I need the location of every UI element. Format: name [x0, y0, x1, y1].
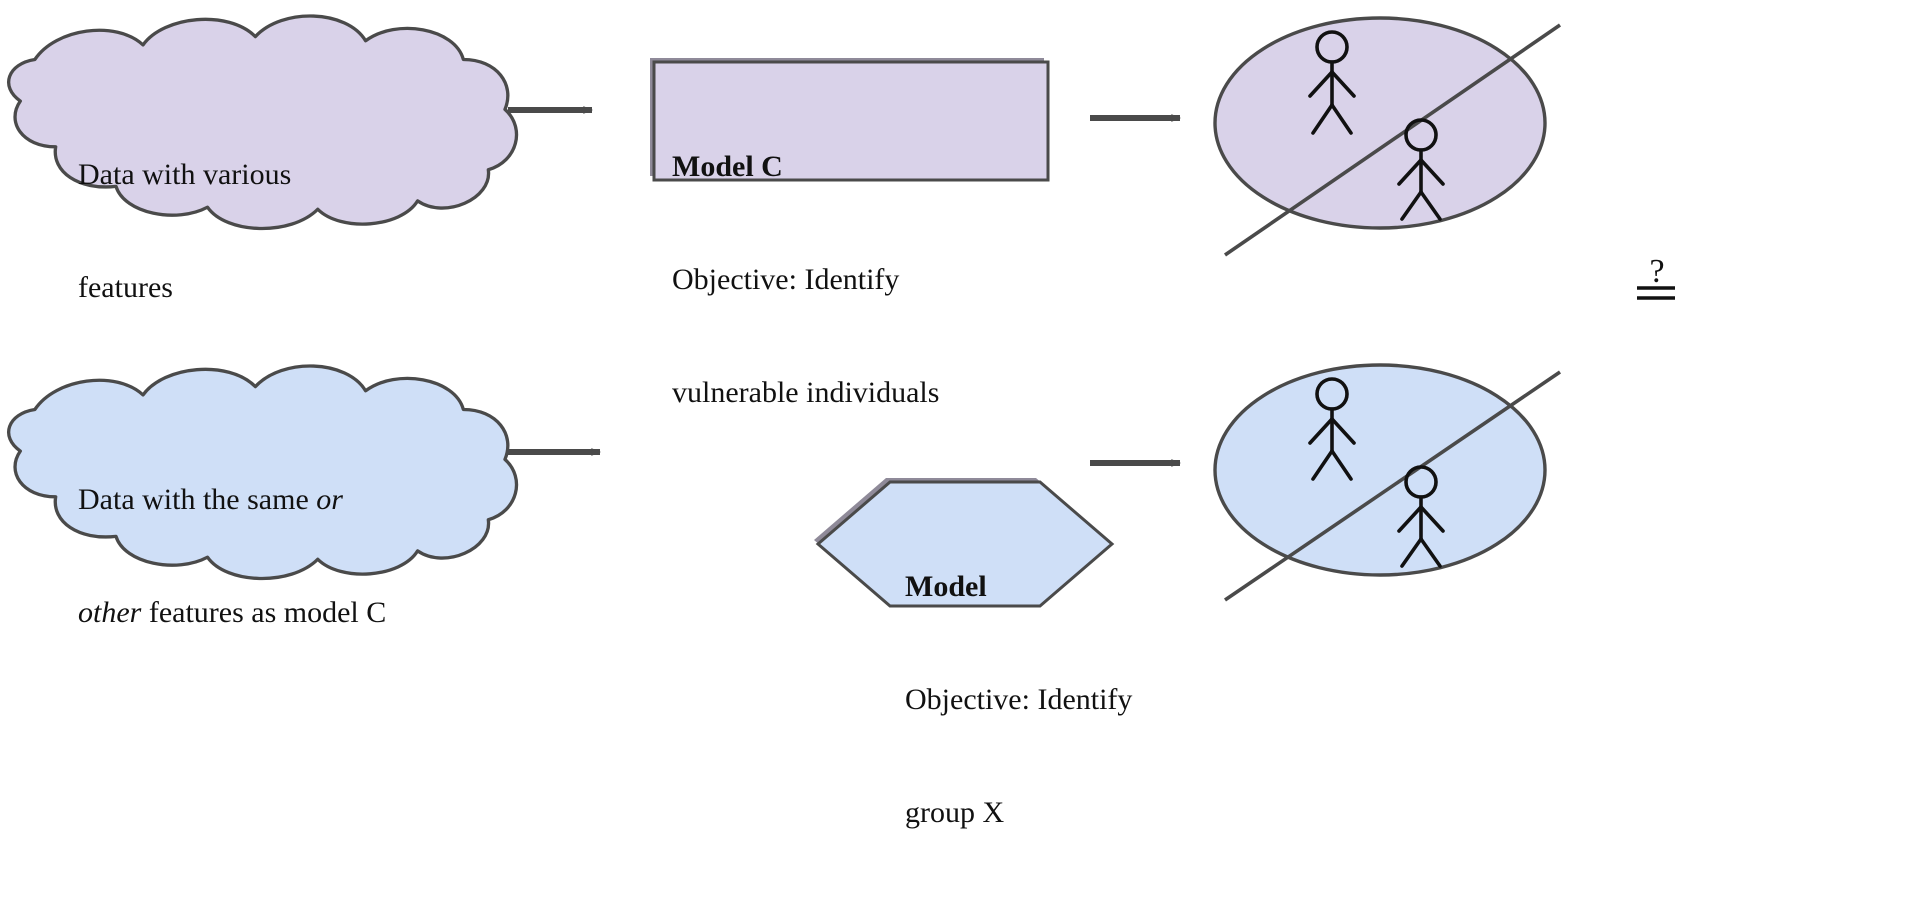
model-c-title: Model C [672, 149, 783, 183]
stick-figure-person [1397, 465, 1445, 568]
model-x-objective-line1: Objective: Identify [905, 682, 1133, 716]
model-x-hexagon [814, 478, 1115, 608]
stick-figure-person [1308, 30, 1356, 135]
comparison-question-mark: ? [1649, 253, 1665, 290]
data-cloud-blue-line2-plain: features as model C [141, 595, 387, 629]
model-x-title: Model [905, 569, 987, 603]
diagram-vector-layer [7, 14, 1675, 608]
data-cloud-blue-line1-italic: or [316, 482, 343, 516]
comparison-equals-lines [1637, 286, 1675, 300]
model-x-label: Model Objective: Identify group X [905, 492, 1205, 908]
data-cloud-blue-line2-italic: other [78, 595, 142, 629]
outcome-ellipse-purple [1213, 16, 1562, 257]
data-cloud-blue [7, 364, 519, 581]
decision-boundary-line-bottom [1223, 370, 1562, 602]
data-cloud-purple-label: Data with various features [78, 80, 408, 382]
model-c-objective-line1: Objective: Identify [672, 262, 900, 296]
decision-boundary-line-top [1223, 23, 1562, 257]
data-cloud-blue-line1: Data with the same or [78, 481, 498, 519]
model-c-box [650, 58, 1050, 182]
model-c-objective-line2: vulnerable individuals [672, 376, 940, 410]
data-cloud-blue-line1-plain: Data with the same [78, 482, 317, 516]
model-c-label: Model C Objective: Identify vulnerable i… [672, 72, 1042, 488]
data-cloud-purple-line1: Data with various [78, 157, 292, 191]
data-cloud-purple [7, 14, 519, 231]
data-cloud-purple-line2: features [78, 270, 173, 304]
data-cloud-blue-line2: other features as model C [78, 594, 498, 632]
outcome-ellipse-blue [1213, 363, 1562, 602]
stick-figure-person [1308, 377, 1356, 481]
data-cloud-blue-label: Data with the same or other features as … [78, 405, 498, 707]
diagram-canvas: Data with various features Model C Objec… [7, 14, 1675, 829]
model-x-objective-line2: group X [905, 796, 1005, 830]
stick-figure-person [1397, 118, 1445, 221]
